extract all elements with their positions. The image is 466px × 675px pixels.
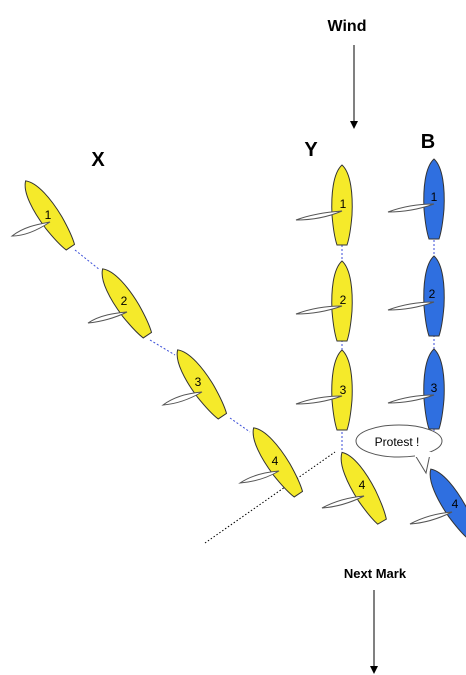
boat-b-3-sail [387,394,435,404]
boat-b-4-number: 4 [452,497,459,511]
boat-b-1-number: 1 [431,190,438,204]
boat-y-label: Y [304,139,318,161]
boat-b-4 [421,463,466,543]
boat-y-2-sail [295,305,343,315]
x-track-line [74,249,251,433]
protest-bubble-joint [415,452,431,457]
boat-b-4-sail [409,511,453,525]
boat-y-1-number: 1 [340,197,347,211]
boat-b-2-number: 2 [429,287,436,301]
boat-y-3-sail [295,395,343,405]
boat-x-3-sail [161,391,203,406]
boat-y-3-number: 3 [340,383,347,397]
protest-text: Protest ! [375,435,420,449]
wind-label: Wind [328,18,367,35]
boat-x-4-number: 4 [272,454,279,468]
boat-b-2-sail [387,301,435,311]
boat-b-3-number: 3 [431,381,438,395]
boat-b-label: B [421,131,435,153]
next-mark-label: Next Mark [344,566,407,581]
boat-y-4-number: 4 [359,478,366,492]
boat-y-2-number: 2 [340,293,347,307]
boat-x-2-sail [87,311,128,324]
boat-b-1-sail [387,203,435,213]
boat-x-1-number: 1 [45,208,52,222]
boat-x-2-number: 2 [121,294,128,308]
boat-x-3-number: 3 [195,375,202,389]
boat-x-1-sail [10,221,51,237]
boat-y-1-sail [295,210,343,221]
boat-x-4-sail [238,470,280,484]
boat-y-4-sail [321,495,365,509]
boat-x-label: X [91,149,105,171]
protest-bubble [355,424,443,458]
